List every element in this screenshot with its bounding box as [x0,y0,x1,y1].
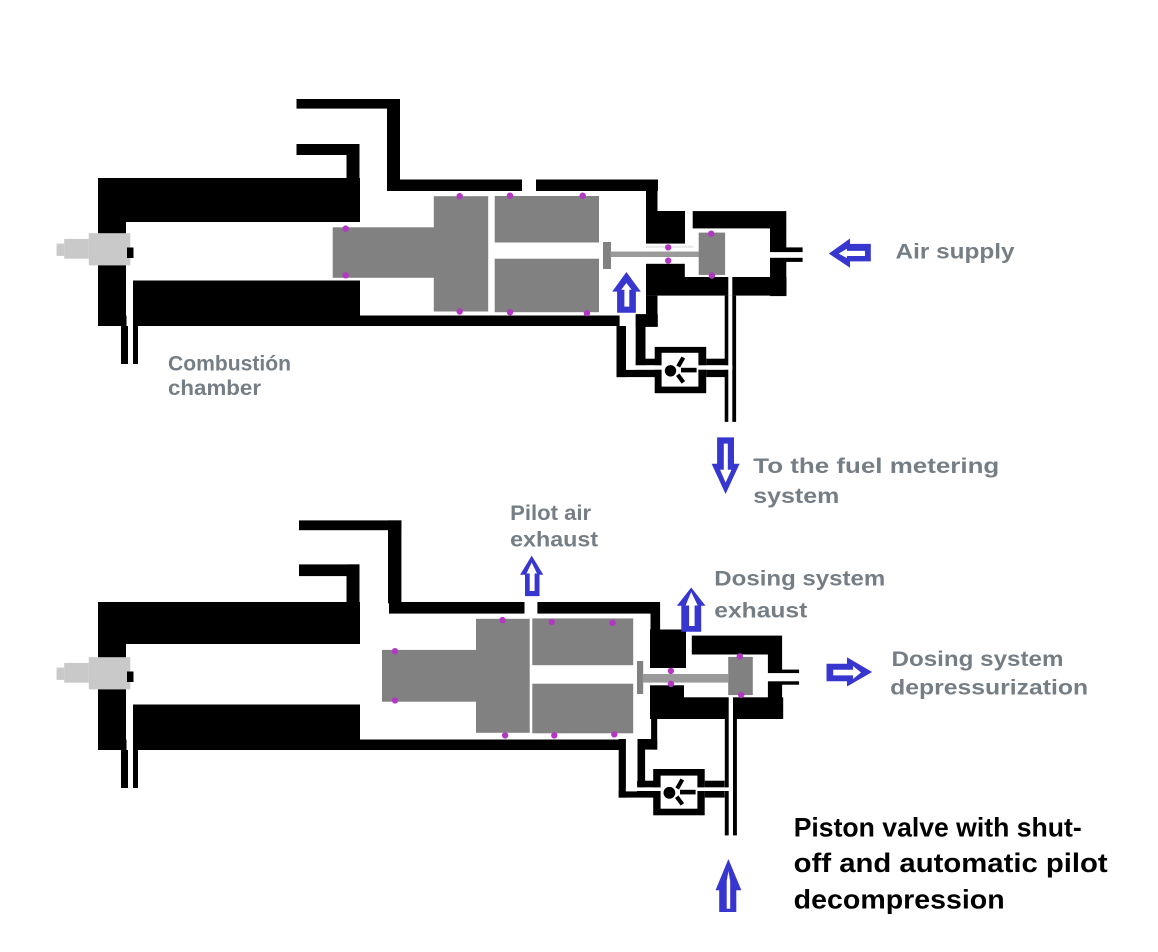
svg-text:off and automatic pilot: off and automatic pilot [794,848,1108,878]
svg-text:Combustión: Combustión [168,351,291,375]
svg-text:exhaust: exhaust [510,528,598,552]
svg-text:Pilot air: Pilot air [510,501,592,525]
svg-text:decompression: decompression [794,884,1005,914]
svg-text:Dosing system: Dosing system [892,647,1064,671]
svg-text:exhaust: exhaust [714,599,807,623]
svg-text:Piston valve with shut-: Piston valve with shut- [794,812,1082,842]
svg-text:Dosing system: Dosing system [714,567,885,591]
svg-text:depressurization: depressurization [890,676,1088,700]
svg-text:To the fuel metering: To the fuel metering [753,454,999,478]
svg-text:chamber: chamber [168,376,262,400]
svg-text:system: system [753,484,839,508]
svg-text:Air supply: Air supply [896,240,1015,264]
